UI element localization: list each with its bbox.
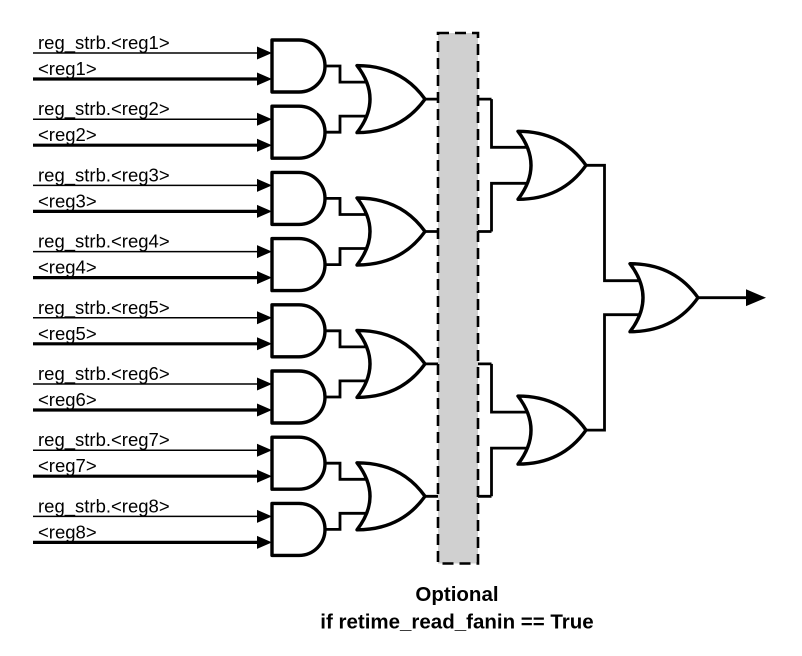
wire [490, 99, 532, 149]
wire [325, 64, 368, 84]
optional-retime-register-box [436, 31, 480, 565]
caption-line2: if retime_read_fanin == True [320, 611, 593, 634]
wire [586, 163, 646, 283]
or-gate-stage3-lower [516, 394, 588, 466]
input-arrow-icon [257, 46, 272, 60]
final-input-wires [586, 163, 646, 432]
wire [490, 363, 532, 414]
strobe-label-6: reg_strb.<reg6> [38, 363, 170, 385]
input-arrow-icon [257, 138, 272, 152]
and-gate-7 [270, 435, 327, 491]
output-arrow-icon [746, 289, 766, 307]
and-gates [270, 38, 327, 558]
input-arrow-icon [257, 337, 272, 351]
caption-line1: Optional [415, 583, 498, 606]
wire [490, 446, 532, 497]
input-arrow-icon [257, 535, 272, 549]
wire [325, 329, 368, 349]
stage3-input-wires [490, 99, 532, 497]
and-gate-8 [270, 501, 327, 558]
input-arrow-icon [257, 72, 272, 86]
and-gate-5 [270, 303, 327, 359]
wire [325, 247, 368, 266]
input-labels: reg_strb.<reg1> <reg1> reg_strb.<reg2> <… [38, 32, 170, 542]
strobe-label-5: reg_strb.<reg5> [38, 297, 170, 319]
strobe-label-8: reg_strb.<reg8> [38, 495, 170, 517]
value-label-2: <reg2> [38, 124, 97, 145]
and-gate-6 [270, 369, 327, 425]
stage3-or-gates [516, 129, 588, 466]
optional-caption: Optional if retime_read_fanin == True [320, 583, 593, 634]
wire [490, 181, 532, 232]
input-arrow-icon [257, 112, 272, 126]
input-arrow-icon [257, 443, 272, 457]
or-gate-stage2-2 [355, 196, 427, 267]
value-label-3: <reg3> [38, 190, 97, 211]
input-arrow-icon [257, 204, 272, 218]
wire [325, 511, 368, 531]
wire [325, 197, 368, 216]
or-gate-stage2-1 [355, 63, 427, 135]
wire [586, 313, 646, 432]
input-arrow-icon [257, 311, 272, 325]
input-arrow-icon [257, 377, 272, 391]
stage2-or-gates [355, 63, 427, 532]
and-gate-4 [270, 236, 327, 293]
strobe-label-4: reg_strb.<reg4> [38, 231, 170, 253]
input-signal-wires [33, 52, 259, 544]
input-arrow-icon [257, 469, 272, 483]
value-label-7: <reg7> [38, 455, 97, 476]
and-to-or-wires [325, 64, 368, 531]
or-gate-stage3-upper [516, 129, 588, 201]
or-gate-final [628, 262, 700, 334]
value-label-1: <reg1> [38, 58, 97, 79]
and-gate-2 [270, 104, 327, 160]
input-arrowheads [257, 46, 272, 549]
and-gate-1 [270, 38, 327, 94]
strobe-label-3: reg_strb.<reg3> [38, 164, 170, 186]
value-label-6: <reg6> [38, 389, 97, 410]
input-arrow-icon [257, 509, 272, 523]
strobe-label-7: reg_strb.<reg7> [38, 429, 170, 451]
input-arrow-icon [257, 178, 272, 192]
value-label-8: <reg8> [38, 521, 97, 542]
and-gate-3 [270, 170, 327, 227]
or-gate-stage2-4 [355, 461, 427, 532]
wire [325, 379, 368, 399]
input-arrow-icon [257, 271, 272, 285]
or-gate-stage2-3 [355, 328, 427, 400]
strobe-label-2: reg_strb.<reg2> [38, 98, 170, 120]
wire [325, 114, 368, 134]
value-label-5: <reg5> [38, 323, 97, 344]
wire [325, 461, 368, 481]
input-arrow-icon [257, 403, 272, 417]
strobe-label-1: reg_strb.<reg1> [38, 32, 170, 54]
value-label-4: <reg4> [38, 257, 97, 278]
input-arrow-icon [257, 245, 272, 259]
